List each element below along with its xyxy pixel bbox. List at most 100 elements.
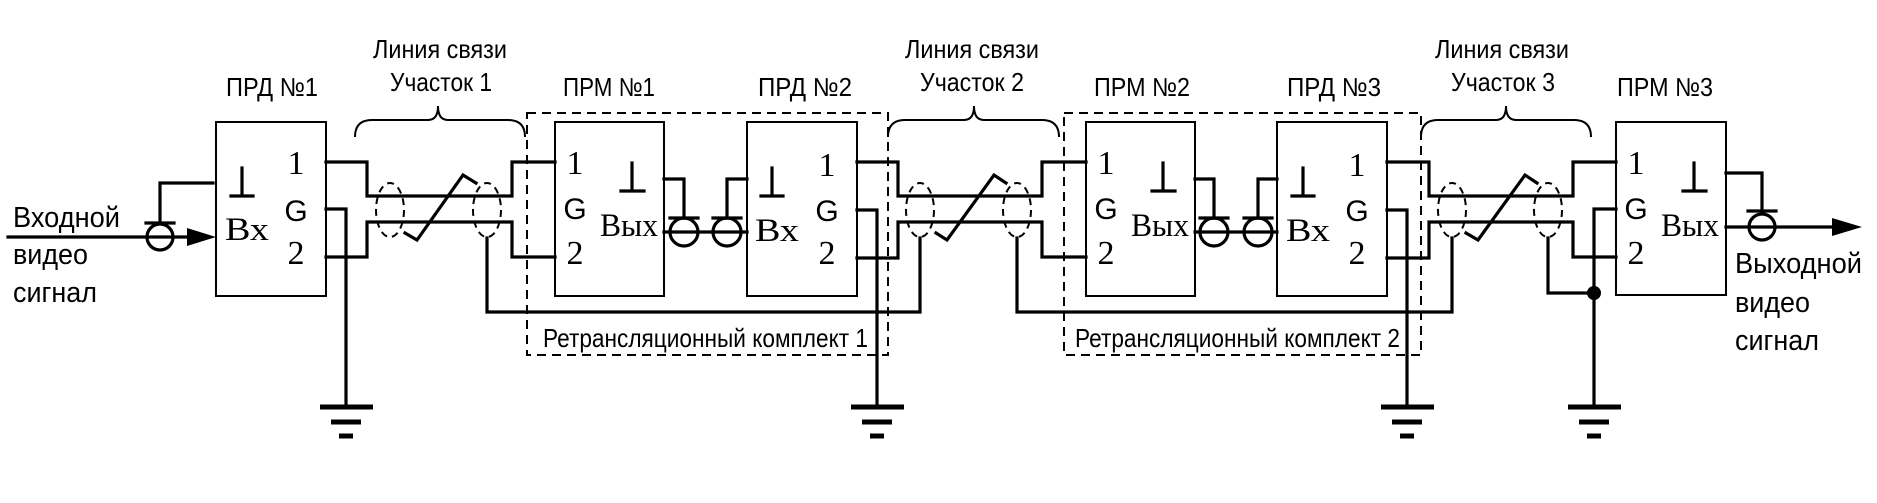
block-rx2-title: ПРМ №2 [1094,72,1190,102]
block-rx1-port2: 2 [567,235,584,272]
link-1-title: Линия связи [373,34,507,64]
relay-kit-2-label: Ретрансляционный комплект 2 [1075,323,1400,353]
cable-shield-icon [1002,182,1032,238]
relay-2-connection [1193,177,1279,248]
block-tx1-portG: G [284,195,307,228]
block-tx2-io-label: Вх [755,213,800,249]
block-tx3-port1: 1 [1349,147,1366,184]
cable-shield-icon [375,182,405,238]
block-rx2-portG: G [1094,193,1117,226]
block-tx3-io-label: Вх [1286,213,1331,249]
output-signal-label-line1: Выходной [1735,248,1862,280]
block-tx1-io-label: Вх [225,212,270,248]
link-2-wire-b [855,220,1088,260]
relay-kit-1-frame [526,112,889,356]
link-segment-1: Линия связи Участок 1 [324,34,557,259]
input-signal-label-line1: Входной [13,202,120,234]
ground-2-wire [855,208,879,409]
block-tx3-box [1276,121,1388,297]
output-signal: Выходной видео сигнал [1724,171,1862,357]
ground-3 [1381,208,1434,439]
block-tx2-portG: G [815,195,838,228]
output-signal-label-line3: сигнал [1735,325,1819,357]
relay-kit-1: Ретрансляционный комплект 1 [526,112,889,356]
input-signal-label-line2: видео [13,239,88,271]
block-rx1: ПРМ №1 1 G 2 Вых [554,72,665,297]
block-rx3: ПРМ №3 1 G 2 Вых [1615,72,1727,296]
block-rx3-portG: G [1624,193,1647,226]
block-tx1-port2: 2 [288,235,305,272]
ground-4-wire [1592,207,1618,409]
cable-shield-icon [905,182,935,238]
link-segment-2: Линия связи Участок 2 [855,34,1088,260]
link-3-subtitle: Участок 3 [1451,67,1555,97]
block-rx3-port1: 1 [1628,145,1645,182]
input-signal: Входной видео сигнал [6,181,216,309]
block-tx1-title: ПРД №1 [226,72,318,102]
block-tx2-title: ПРД №2 [758,72,852,102]
connector-icon [662,177,700,248]
earth-ground-icon [1568,404,1621,439]
cable-break-icon [1463,172,1540,243]
relay-1-connection [662,177,749,248]
earth-ground-icon [1381,404,1434,439]
link-2-brace-icon [887,105,1060,138]
block-rx3-title: ПРМ №3 [1617,72,1713,102]
block-tx2-port1: 1 [819,147,836,184]
link-3-title: Линия связи [1435,34,1569,64]
block-rx1-box [554,121,665,297]
block-rx1-portG: G [563,193,586,226]
block-rx3-port2: 2 [1628,235,1645,272]
block-rx2: ПРМ №2 1 G 2 Вых [1085,72,1196,297]
block-tx3: ПРД №3 Вх 1 G 2 [1276,72,1388,297]
link-segment-3: Линия связи Участок 3 [1385,34,1618,260]
cable-shield-icon [472,182,502,238]
link-2-title: Линия связи [905,34,1039,64]
cable-shield-icon [1533,182,1563,238]
block-rx2-port1: 1 [1098,145,1115,182]
ground-3-wire [1385,208,1409,409]
cable-break-icon [933,172,1009,243]
connector-icon [1242,177,1279,248]
earth-ground-icon [851,404,904,439]
block-tx3-portG: G [1345,195,1368,228]
link-1-subtitle: Участок 1 [390,67,492,97]
output-arrow-icon [1832,218,1862,236]
block-rx1-title: ПРМ №1 [563,72,655,102]
shield-bus-3 [1546,236,1596,295]
ground-symbol-icon [759,166,785,198]
cable-shield-icon [1437,182,1467,238]
ground-1 [320,207,373,439]
block-tx1: ПРД №1 Вх 1 G 2 [215,72,327,297]
block-rx2-port2: 2 [1098,235,1115,272]
ground-4 [1568,207,1621,439]
link-2-wire-a [855,160,1088,198]
link-3-wire-b [1385,220,1618,260]
relay-kit-2: Ретрансляционный комплект 2 [1063,112,1422,356]
relay-kit-1-label: Ретрансляционный комплект 1 [543,323,868,353]
link-1-wire-b [324,220,557,259]
link-2-subtitle: Участок 2 [920,67,1024,97]
shield-bus-2 [1015,236,1454,314]
block-tx1-port1: 1 [288,145,305,182]
link-3-brace-icon [1420,105,1592,138]
block-rx2-io-label: Вых [1131,208,1189,244]
cable-break-icon [402,172,479,243]
link-1-brace-icon [354,105,526,138]
earth-ground-icon [320,404,373,439]
ground-symbol-icon [1150,161,1177,193]
input-signal-label-line3: сигнал [13,277,97,309]
connector-icon [711,177,749,248]
block-rx1-io-label: Вых [600,208,658,244]
ground-symbol-icon [1681,161,1708,193]
ground-symbol-icon [229,166,255,198]
block-tx1-box [215,121,327,297]
block-rx3-io-label: Вых [1661,208,1719,244]
block-rx1-port1: 1 [567,145,584,182]
block-rx3-box [1615,121,1727,296]
ground-symbol-icon [1290,166,1316,198]
block-tx2-port2: 2 [819,235,836,272]
block-tx2-box [746,121,858,297]
ground-symbol-icon [619,161,646,193]
ground-2 [851,208,904,439]
